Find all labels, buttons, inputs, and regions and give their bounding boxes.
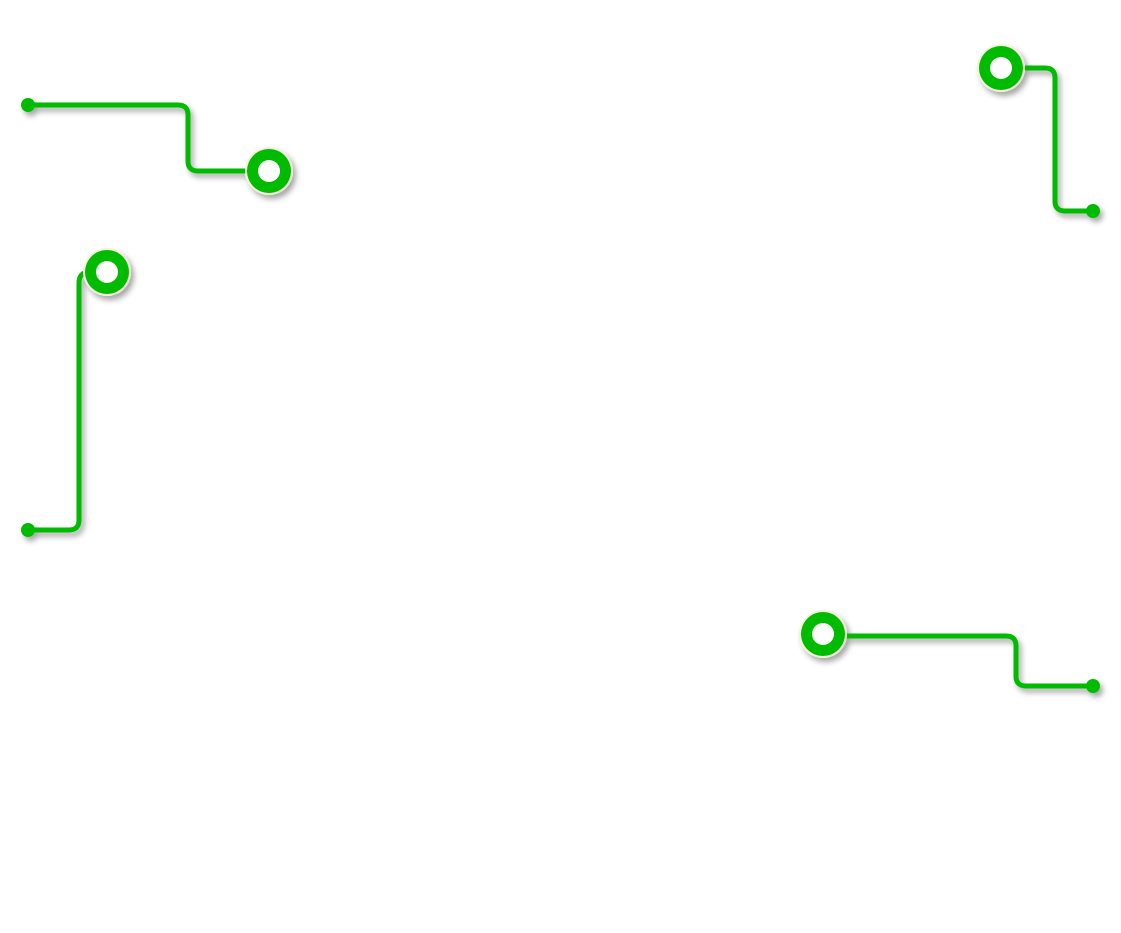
connector-bottom-right — [799, 610, 1100, 693]
connector-line — [839, 633, 1096, 689]
connector-top-right — [977, 44, 1100, 218]
endpoint-dot[interactable] — [1086, 204, 1100, 218]
connector-left — [21, 248, 131, 537]
connector-line — [25, 102, 253, 174]
connector-line — [25, 269, 93, 533]
connector-line — [1017, 65, 1096, 214]
endpoint-ring-icon[interactable] — [245, 147, 293, 195]
endpoint-dot[interactable] — [1086, 679, 1100, 693]
endpoint-dot[interactable] — [21, 523, 35, 537]
connector-top-left — [21, 98, 293, 195]
endpoint-dot[interactable] — [21, 98, 35, 112]
endpoint-ring-icon[interactable] — [977, 44, 1025, 92]
endpoint-ring-icon[interactable] — [83, 248, 131, 296]
endpoint-ring-icon[interactable] — [799, 610, 847, 658]
